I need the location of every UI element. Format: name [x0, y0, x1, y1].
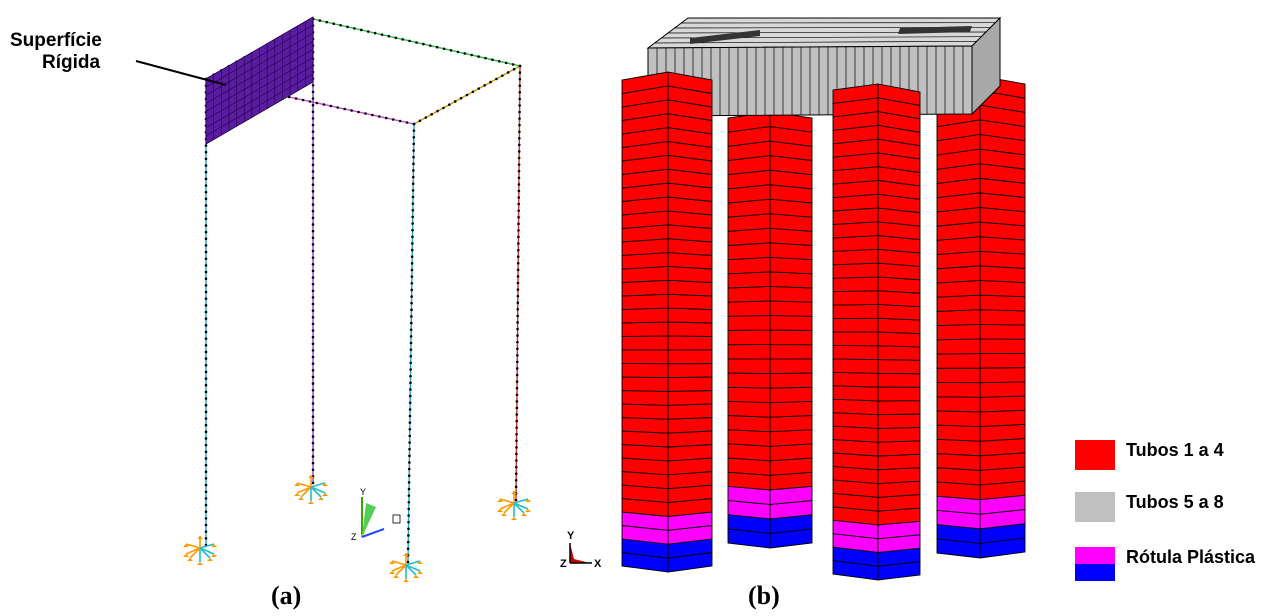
axis-triad-b: Y Z X — [560, 530, 602, 570]
axis-label-y-b: Y — [567, 530, 575, 542]
support-back-left — [294, 475, 328, 504]
axis-triad-a: Y Z — [351, 487, 401, 542]
legend-swatch-magenta — [1075, 547, 1115, 564]
caption-b: (b) — [748, 581, 780, 610]
column-back-left — [311, 17, 315, 485]
legend-item-tubes-5-8: Tubos 5 a 8 — [1075, 492, 1280, 532]
wireframe-model — [183, 16, 531, 582]
annotation-leader-line — [135, 60, 227, 86]
legend-swatch-red — [1075, 440, 1115, 470]
support-front-left — [183, 536, 217, 565]
column-back-right — [936, 75, 1026, 559]
axis-label-z-b: Z — [560, 558, 567, 570]
rigid-surface-annotation: Superfície Rígida — [10, 30, 102, 74]
support-back-right — [497, 491, 531, 520]
legend-label: Tubos 5 a 8 — [1126, 492, 1224, 512]
legend-item-plastic-hinge: Rótula Plástica — [1075, 547, 1280, 587]
column-front-right — [832, 83, 921, 581]
legend-label: Tubos 1 a 4 — [1126, 440, 1224, 460]
caption-a: (a) — [271, 581, 302, 610]
legend-swatch-blue — [1075, 564, 1115, 581]
legend-item-tubes-1-4: Tubos 1 a 4 — [1075, 436, 1280, 476]
column-back-right — [514, 64, 522, 502]
column-front-left — [621, 71, 713, 573]
axis-label-x-b: X — [594, 558, 602, 570]
column-front-left — [204, 77, 208, 547]
axis-label-z-a: Z — [351, 532, 357, 542]
legend-label: Rótula Plástica — [1126, 547, 1256, 567]
support-front-right — [389, 553, 423, 582]
column-front-right — [406, 122, 416, 564]
axis-label-y-a: Y — [360, 487, 366, 497]
rigid-surface-mesh — [205, 16, 314, 145]
annotation-line-1: Superfície — [10, 30, 102, 51]
beam-back — [311, 17, 522, 68]
beam-right — [412, 64, 522, 126]
column-back-left — [727, 111, 813, 549]
solid-column-model — [621, 16, 1026, 581]
annotation-line-2: Rígida — [42, 52, 101, 73]
legend-swatch-gray — [1075, 492, 1115, 522]
